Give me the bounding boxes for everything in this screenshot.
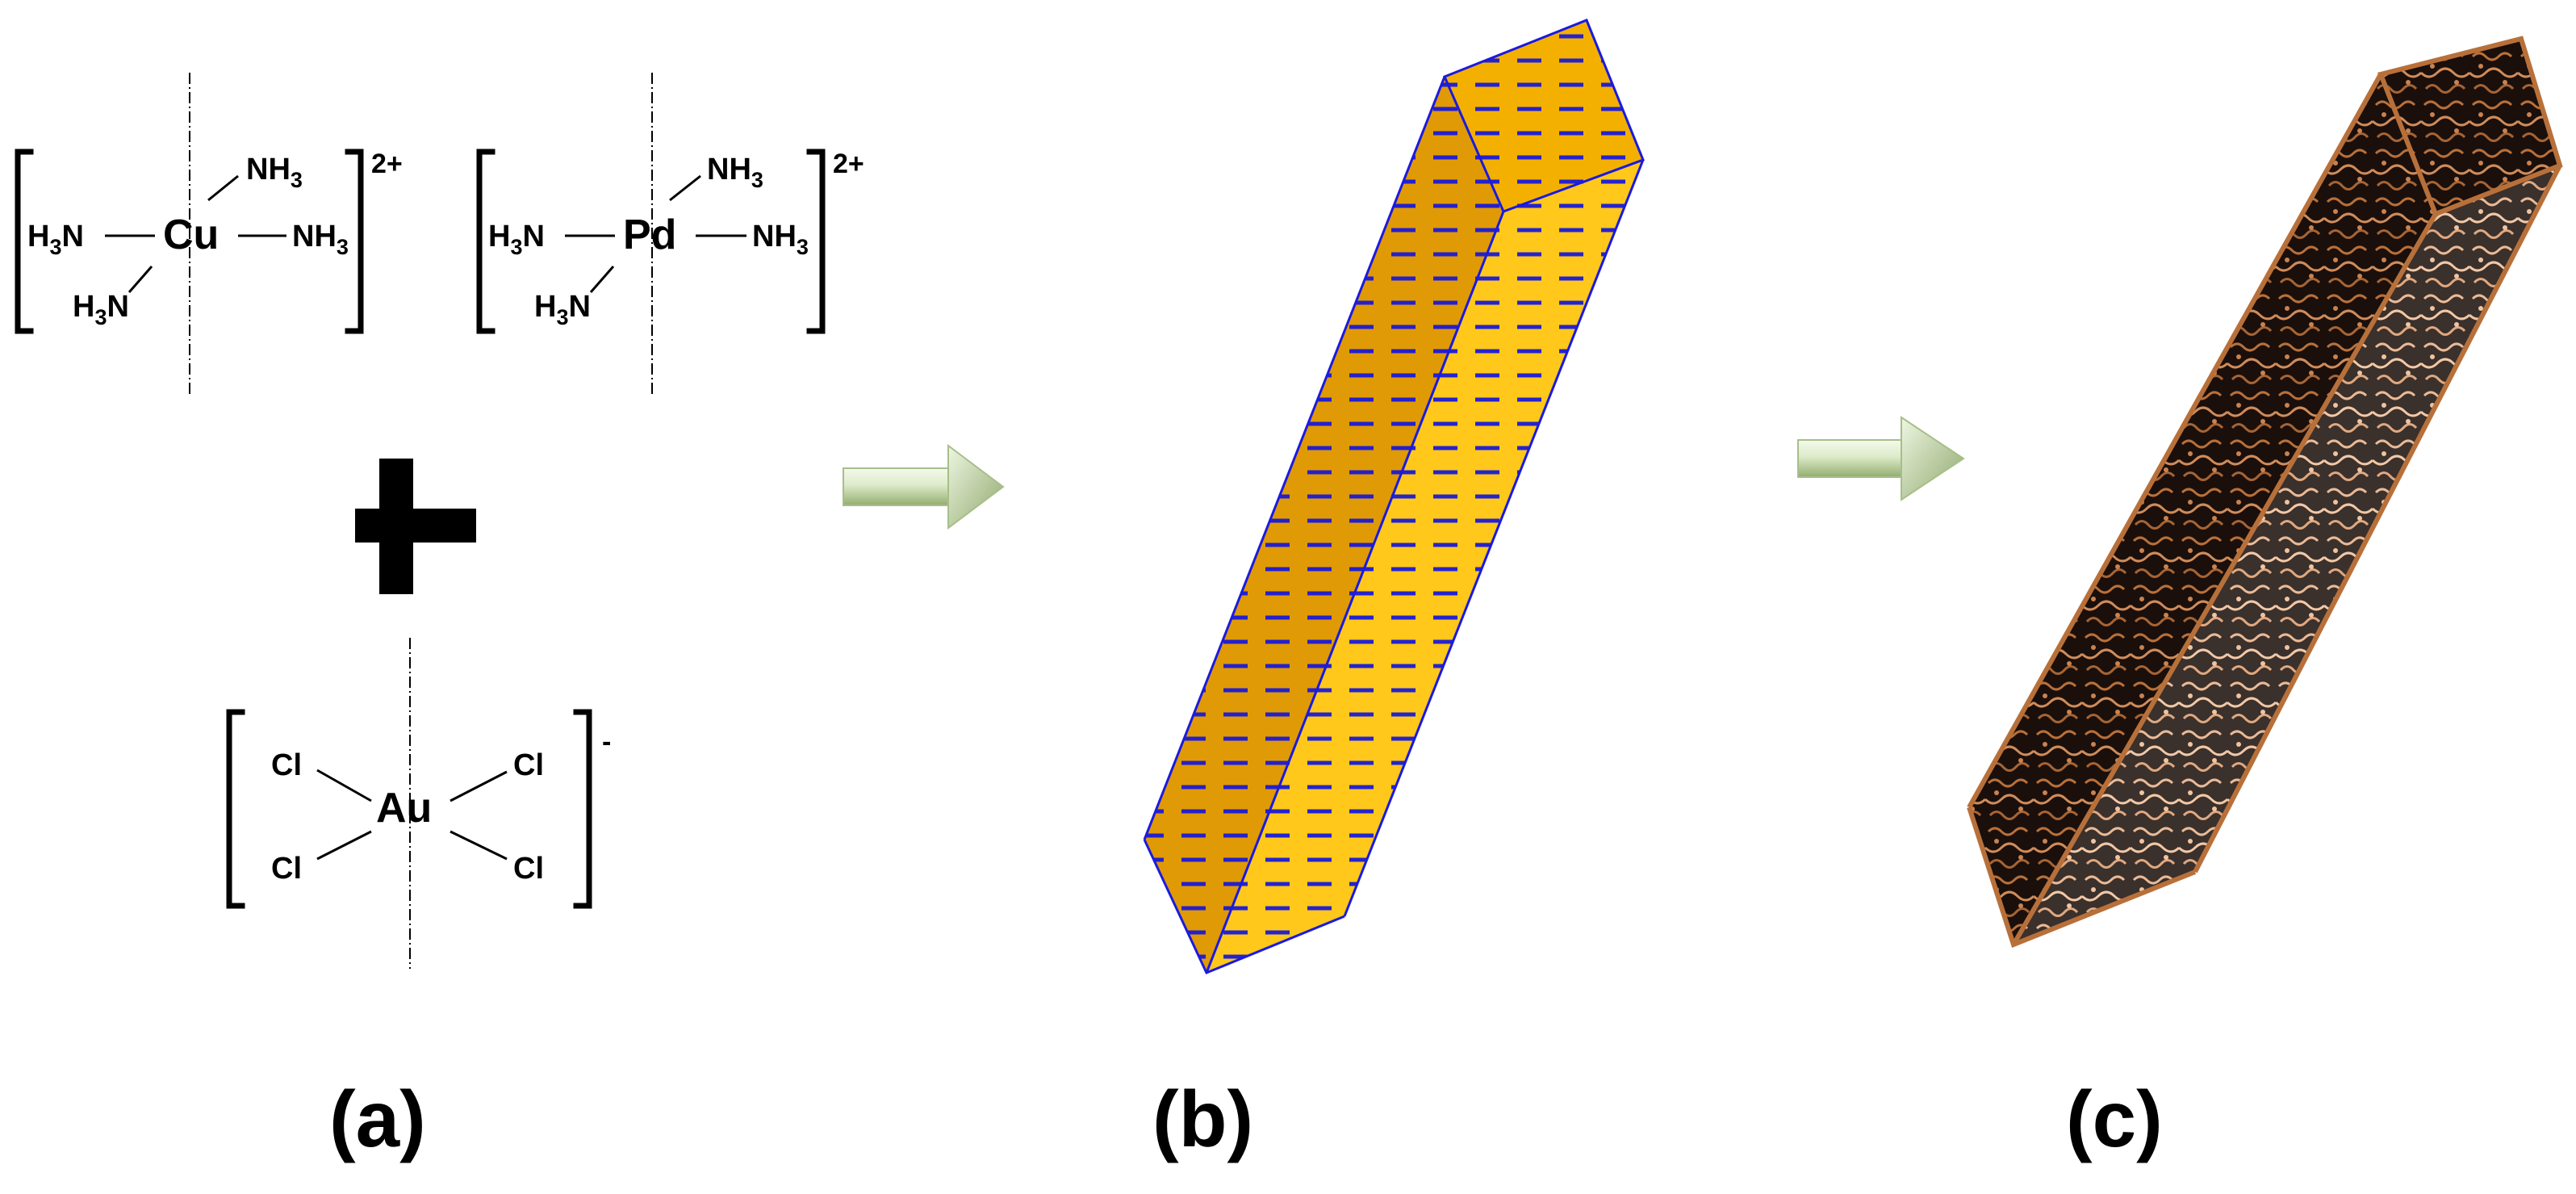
pd-ligand-right: NH3 [752,220,809,259]
cu-complex: 2+ Cu NH3 H3N NH3 H3N [15,73,403,396]
cu-ligand-left: H3N [27,220,84,259]
au-ligand-ul: Cl [271,748,302,782]
prism-c-right-face [2014,165,2560,945]
prism-c-left-face [1969,74,2436,945]
pd-complex: 2+ Pd NH3 H3N NH3 H3N [476,73,864,396]
au-charge: - [602,727,611,757]
cu-ligand-right: NH3 [292,220,349,259]
au-bond-ur [450,770,508,802]
cu-left-bracket [15,149,34,334]
au-ligand-ur: Cl [513,748,544,782]
arrow-1-icon [843,444,1005,530]
pd-right-bracket [806,149,826,334]
label-c: (c) [2066,1075,2163,1163]
pd-bond-top [669,174,701,202]
cu-bond-bottom [128,266,153,293]
label-a: (a) [329,1075,426,1163]
label-b: (b) [1152,1075,1253,1163]
pd-ligand-left: H3N [488,220,545,259]
pd-ligand-top: NH3 [707,153,763,192]
au-left-bracket [226,709,245,909]
cu-bond-top [207,174,239,202]
plus-icon [355,459,476,594]
panel-c: (c) [1967,36,2563,1163]
cu-charge: 2+ [371,149,403,179]
prism-b-edges [1143,19,1645,974]
pd-center-atom: Pd [623,212,676,258]
cu-ligand-bottom: H3N [73,290,129,329]
cu-center-atom: Cu [163,212,219,258]
arrow-2-icon [1797,416,1965,501]
prism-c-edges [1967,36,2563,948]
pd-left-bracket [476,149,496,334]
au-right-bracket [573,709,592,909]
pd-charge: 2+ [833,149,864,179]
pd-ligand-bottom: H3N [534,290,591,329]
au-center-atom: Au [376,785,432,832]
prism-c-top-face [2381,39,2560,214]
au-bond-ll [316,830,372,861]
pd-bond-bottom [589,266,615,293]
panel-b: (b) [1143,19,1645,1163]
panel-a: 2+ Cu NH3 H3N NH3 H3N 2+ Pd NH3 H3N NH3 … [15,73,864,1163]
au-bond-lr [450,830,508,861]
au-bond-ul [316,769,372,802]
au-complex: - Au Cl Cl Cl Cl [226,638,611,969]
au-ligand-lr: Cl [513,852,544,886]
au-ligand-ll: Cl [271,852,302,886]
cu-ligand-top: NH3 [246,153,303,192]
cu-right-bracket [345,149,364,334]
